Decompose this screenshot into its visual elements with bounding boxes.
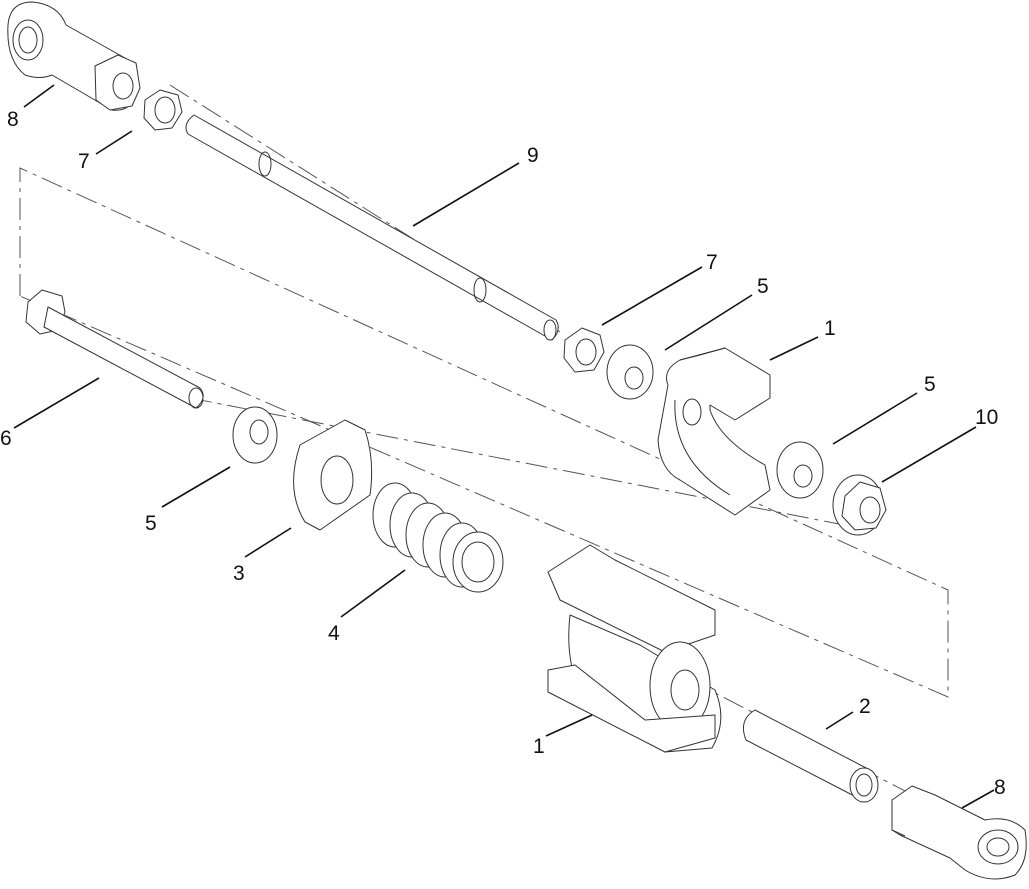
- callout-7-top: 7: [78, 150, 90, 173]
- callout-3: 3: [233, 562, 245, 585]
- callout-8-bottom: 8: [994, 776, 1006, 799]
- callout-8-top: 8: [7, 108, 19, 131]
- rod-end-bottom-icon: [891, 785, 1027, 880]
- callout-4: 4: [328, 622, 340, 645]
- compression-spring-icon: [372, 482, 504, 593]
- callout-leader-lines: [13, 84, 995, 809]
- callout-1-bracket: 1: [824, 317, 836, 340]
- bolt-icon: [25, 289, 204, 409]
- washer-mid-icon: [606, 344, 654, 400]
- spacer-tube-icon: [743, 709, 879, 803]
- washer-left-icon: [232, 406, 278, 464]
- callout-9: 9: [527, 144, 539, 167]
- callout-5-mid: 5: [757, 275, 769, 298]
- threaded-rod-icon: [185, 114, 559, 341]
- callout-5-right: 5: [924, 373, 936, 396]
- jam-nut-top-icon: [143, 89, 183, 131]
- callout-2: 2: [859, 695, 871, 718]
- rod-end-top-icon: [7, 1, 141, 111]
- callout-7-mid: 7: [706, 251, 718, 274]
- bracket-c-icon: [657, 347, 771, 516]
- pivot-block-icon: [547, 544, 722, 753]
- washer-right-icon: [776, 441, 824, 499]
- spring-retainer-icon: [293, 419, 373, 531]
- callout-1-pivot: 1: [533, 735, 545, 758]
- assembly-axis-lines: [19, 84, 1001, 841]
- callout-10: 10: [975, 406, 999, 429]
- flange-nut-icon: [832, 474, 887, 536]
- jam-nut-mid-icon: [563, 327, 605, 373]
- callout-5-left: 5: [145, 512, 157, 535]
- callout-6: 6: [0, 427, 12, 450]
